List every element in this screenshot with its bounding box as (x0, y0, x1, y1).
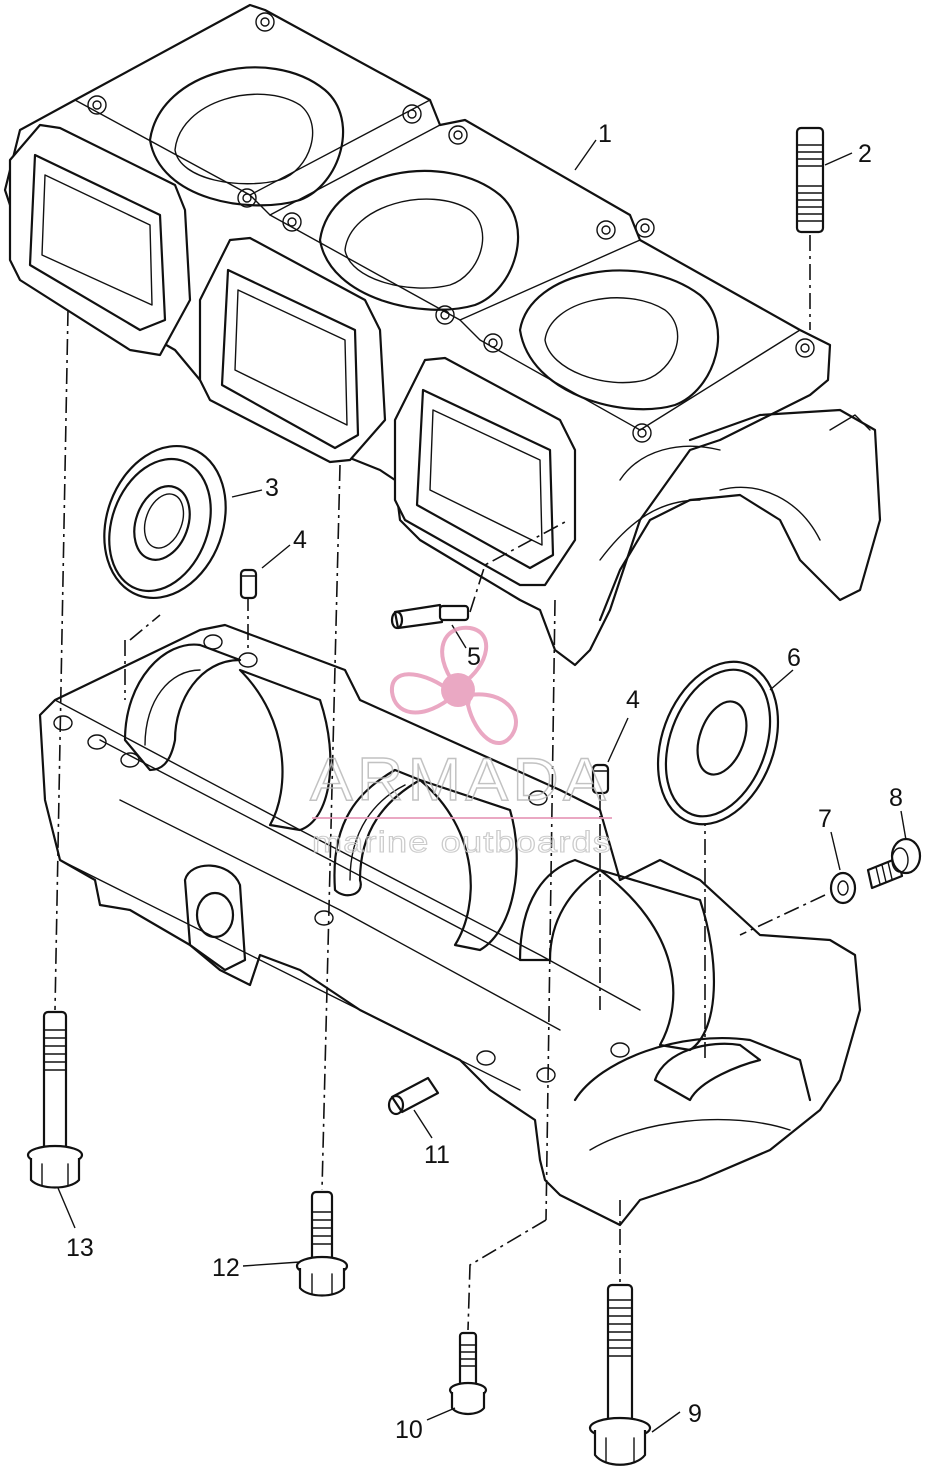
bolt-part-10 (448, 1331, 488, 1416)
leader-lines (57, 139, 907, 1433)
propeller-icon (389, 625, 518, 745)
upper-crankcase (3, 3, 882, 667)
callout-4-upper: 4 (293, 526, 307, 554)
callout-7: 7 (818, 805, 832, 833)
watermark-tagline: marine outboards (312, 826, 612, 859)
callout-13: 13 (66, 1234, 94, 1262)
alignment-lines (54, 235, 826, 1331)
callout-9: 9 (688, 1400, 702, 1428)
callout-12: 12 (212, 1254, 240, 1282)
callout-1: 1 (598, 120, 612, 148)
watermark: ARMADA marine outboards (309, 625, 612, 860)
oil-seal-part-3 (103, 444, 227, 600)
bolt-part-9 (588, 1283, 652, 1466)
dowel-pin-part-4-right (591, 763, 610, 795)
stud-part-2 (795, 126, 825, 234)
callout-3: 3 (265, 474, 279, 502)
callout-8: 8 (889, 784, 903, 812)
callout-5: 5 (467, 643, 481, 671)
callout-2: 2 (858, 140, 872, 168)
bolt-part-8 (866, 837, 922, 890)
lower-crankcase (38, 623, 862, 1227)
callout-6: 6 (787, 644, 801, 672)
callout-labels: 1 2 3 4 5 4 6 7 8 9 10 11 12 13 (66, 120, 903, 1444)
callout-10: 10 (395, 1416, 423, 1444)
callout-4-lower: 4 (626, 686, 640, 714)
bolt-part-13 (26, 1010, 84, 1189)
washer-part-7 (829, 871, 857, 905)
nozzle-part-5 (390, 603, 470, 630)
oil-seal-part-6 (656, 660, 780, 826)
callout-11: 11 (424, 1141, 450, 1169)
bolt-part-12 (295, 1190, 349, 1297)
dowel-pin-part-4-left (239, 568, 258, 600)
dowel-part-11 (387, 1076, 440, 1116)
watermark-brand: ARMADA (310, 746, 610, 813)
